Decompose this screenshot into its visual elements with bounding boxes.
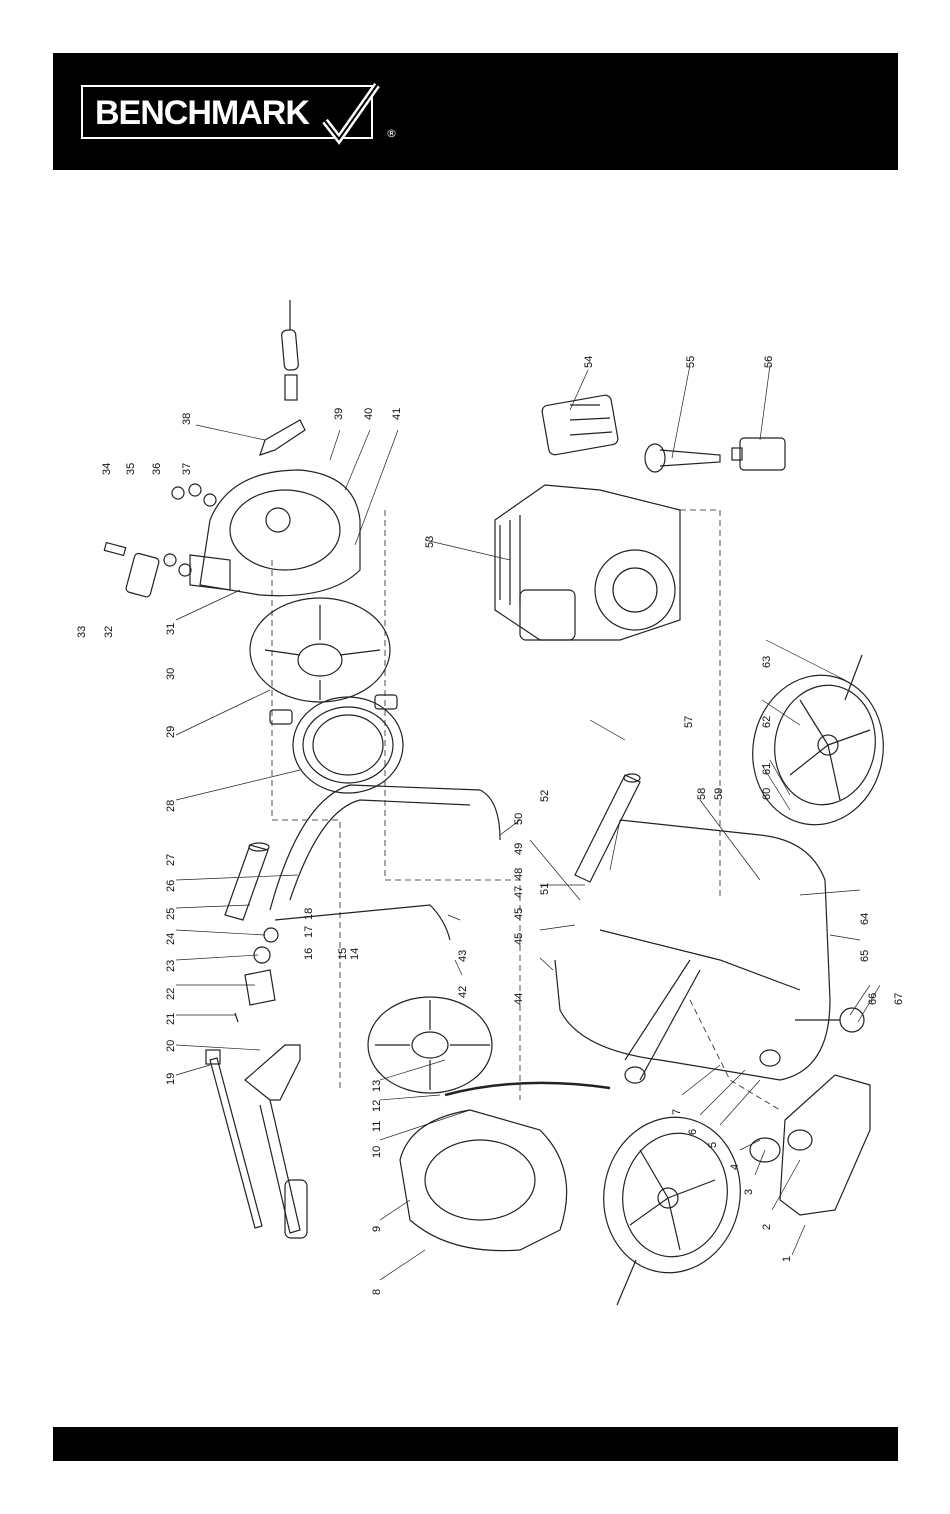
wheel-lower — [591, 1106, 752, 1283]
part-label-25: 25 — [165, 908, 177, 920]
part-label-12: 12 — [371, 1100, 383, 1112]
oil-bottle — [732, 438, 785, 470]
part-label-11: 11 — [371, 1121, 383, 1132]
part-label-8: 8 — [371, 1289, 383, 1295]
part-number-labels: 1 2 3 4 5 6 7 8 9 10 11 12 13 14 15 16 1… — [76, 356, 905, 1295]
part-label-7: 7 — [671, 1109, 683, 1115]
part-label-14: 14 — [349, 948, 361, 960]
wheel-upper — [741, 665, 895, 835]
part-label-2: 2 — [761, 1224, 773, 1230]
bottom-bracket — [750, 1075, 870, 1215]
part-label-29: 29 — [165, 726, 177, 738]
part-label-19: 19 — [165, 1073, 177, 1085]
part-label-62: 62 — [761, 716, 773, 728]
upright-tube — [575, 774, 640, 882]
part-label-57: 57 — [683, 716, 695, 728]
part-label-66: 66 — [867, 993, 879, 1005]
part-label-64: 64 — [859, 913, 871, 925]
part-label-48: 48 — [513, 868, 525, 880]
part-label-67: 67 — [893, 993, 905, 1005]
part-label-42: 42 — [457, 986, 469, 998]
part-label-52: 52 — [539, 790, 551, 802]
spray-nozzles — [104, 484, 216, 598]
part-label-55: 55 — [685, 356, 697, 368]
hose-coil — [270, 695, 403, 793]
footer-bar — [53, 1427, 898, 1461]
handle-assembly — [260, 300, 305, 455]
engine — [495, 485, 680, 640]
part-label-47: 47 — [513, 886, 525, 898]
part-label-61: 61 — [761, 763, 773, 775]
part-label-40: 40 — [363, 408, 375, 420]
part-label-33: 33 — [76, 626, 88, 638]
part-label-18: 18 — [303, 908, 315, 920]
part-label-36: 36 — [151, 463, 163, 475]
part-label-21: 21 — [165, 1013, 177, 1025]
part-label-45b: 45 — [513, 908, 525, 920]
part-label-41: 41 — [391, 408, 403, 420]
leader-lines — [176, 365, 880, 1280]
part-label-31: 31 — [165, 623, 177, 635]
part-label-49: 49 — [513, 843, 525, 855]
part-label-60: 60 — [761, 788, 773, 800]
part-label-26: 26 — [165, 880, 177, 892]
part-label-13: 13 — [371, 1080, 383, 1092]
part-label-58: 58 — [696, 788, 708, 800]
lance — [206, 1050, 262, 1228]
part-label-22: 22 — [165, 988, 177, 1000]
part-label-28: 28 — [165, 800, 177, 812]
part-label-54: 54 — [583, 356, 595, 368]
part-label-59: 59 — [713, 788, 725, 800]
part-label-56: 56 — [763, 356, 775, 368]
oil-funnel — [645, 444, 720, 472]
part-label-15: 15 — [337, 948, 349, 960]
part-label-35: 35 — [125, 463, 137, 475]
part-label-3: 3 — [743, 1189, 755, 1195]
part-label-43: 43 — [457, 950, 469, 962]
part-label-9: 9 — [371, 1226, 383, 1232]
part-label-24: 24 — [165, 933, 177, 945]
part-label-38: 38 — [181, 413, 193, 425]
high-pressure-hose — [445, 1083, 610, 1095]
assembly-guide-lines — [272, 510, 780, 1110]
part-label-20: 20 — [165, 1040, 177, 1052]
reel-cover-top — [190, 470, 360, 596]
part-label-37: 37 — [181, 463, 193, 475]
part-label-34: 34 — [101, 463, 113, 475]
part-label-4: 4 — [729, 1164, 741, 1170]
part-label-27: 27 — [165, 854, 177, 866]
part-label-6: 6 — [687, 1129, 699, 1135]
coupler-parts — [235, 928, 278, 1022]
part-label-63: 63 — [761, 656, 773, 668]
part-label-44: 44 — [513, 993, 525, 1005]
extension-tube — [225, 843, 269, 920]
part-label-39: 39 — [333, 408, 345, 420]
part-label-10: 10 — [371, 1146, 383, 1158]
part-label-45a: 45 — [513, 933, 525, 945]
part-label-30: 30 — [165, 668, 177, 680]
part-label-23: 23 — [165, 960, 177, 972]
reel-housing-lower — [400, 1110, 567, 1251]
part-label-16: 16 — [303, 948, 315, 960]
part-label-65: 65 — [859, 950, 871, 962]
part-label-51: 51 — [539, 883, 551, 895]
reel-disc — [250, 598, 390, 702]
main-frame — [555, 820, 830, 1083]
part-label-32: 32 — [103, 626, 115, 638]
pump — [541, 394, 619, 455]
part-label-50: 50 — [513, 813, 525, 825]
part-label-53: 53 — [424, 536, 436, 548]
reel-plate — [368, 997, 492, 1093]
part-label-5: 5 — [707, 1142, 719, 1148]
part-label-17: 17 — [303, 926, 315, 938]
part-label-1: 1 — [781, 1256, 793, 1262]
spray-gun — [245, 1045, 307, 1238]
